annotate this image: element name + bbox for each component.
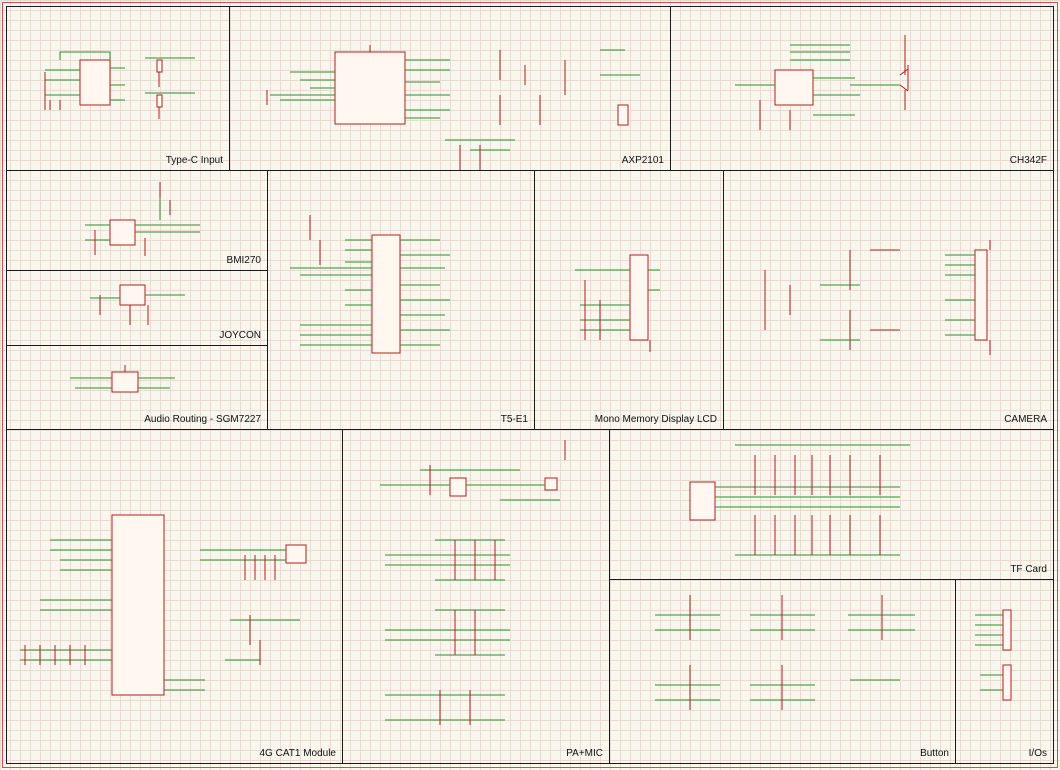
block-joycon[interactable]: JOYCON [6, 270, 268, 346]
block-camera[interactable]: CAMERA [723, 170, 1054, 430]
block-bmi270[interactable]: BMI270 [6, 170, 268, 271]
block-title-audio-routing: Audio Routing - SGM7227 [144, 414, 261, 425]
block-axp2101[interactable]: AXP2101 [229, 6, 671, 171]
block-typec[interactable]: Type-C Input [6, 6, 230, 171]
block-pa-mic[interactable]: PA+MIC [342, 429, 610, 764]
block-4g-cat1[interactable]: 4G CAT1 Module [6, 429, 343, 764]
block-button[interactable]: Button [609, 579, 956, 764]
block-tf-card[interactable]: TF Card [609, 429, 1054, 580]
block-title-bmi270: BMI270 [226, 255, 261, 266]
block-title-typec: Type-C Input [165, 155, 223, 166]
block-title-axp2101: AXP2101 [621, 155, 664, 166]
block-t5e1[interactable]: T5-E1 [267, 170, 535, 430]
block-title-t5e1: T5-E1 [500, 414, 528, 425]
block-title-pa-mic: PA+MIC [566, 748, 603, 759]
block-audio-routing[interactable]: Audio Routing - SGM7227 [6, 345, 268, 430]
block-title-lcd: Mono Memory Display LCD [594, 414, 717, 425]
block-title-ch342f: CH342F [1009, 155, 1047, 166]
block-title-ios: I/Os [1028, 748, 1047, 759]
block-ios[interactable]: I/Os [955, 579, 1054, 764]
block-title-button: Button [920, 748, 949, 759]
block-title-camera: CAMERA [1004, 414, 1047, 425]
block-ch342f[interactable]: CH342F [670, 6, 1054, 171]
block-lcd[interactable]: Mono Memory Display LCD [534, 170, 724, 430]
block-title-4g-cat1: 4G CAT1 Module [259, 748, 336, 759]
block-title-tf-card: TF Card [1010, 564, 1047, 575]
block-title-joycon: JOYCON [219, 330, 261, 341]
